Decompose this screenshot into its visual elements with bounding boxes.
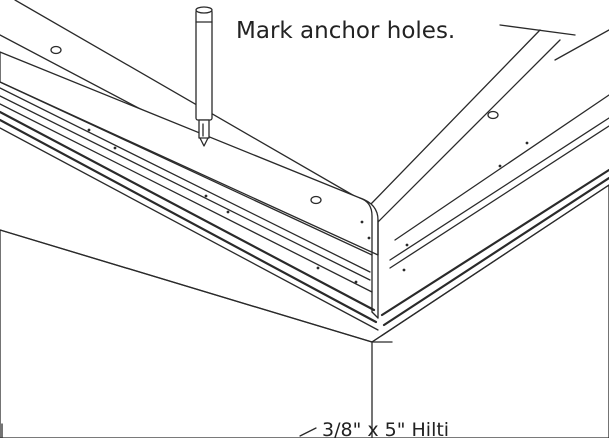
front-rail	[0, 87, 379, 331]
anchor-hole	[50, 45, 62, 55]
concrete-pad	[0, 184, 609, 439]
callout-mark-anchor-holes: Mark anchor holes.	[236, 18, 455, 44]
anchor-hole	[487, 110, 499, 120]
side-rail	[380, 117, 609, 327]
callout-hilti-anchor: 3/8" x 5" Hilti	[322, 419, 449, 438]
anchor-hole	[310, 195, 322, 205]
corner-block	[0, 51, 379, 319]
marking-tool-icon	[195, 6, 213, 147]
anchor-holes	[50, 45, 529, 284]
callout-leader	[299, 427, 317, 437]
